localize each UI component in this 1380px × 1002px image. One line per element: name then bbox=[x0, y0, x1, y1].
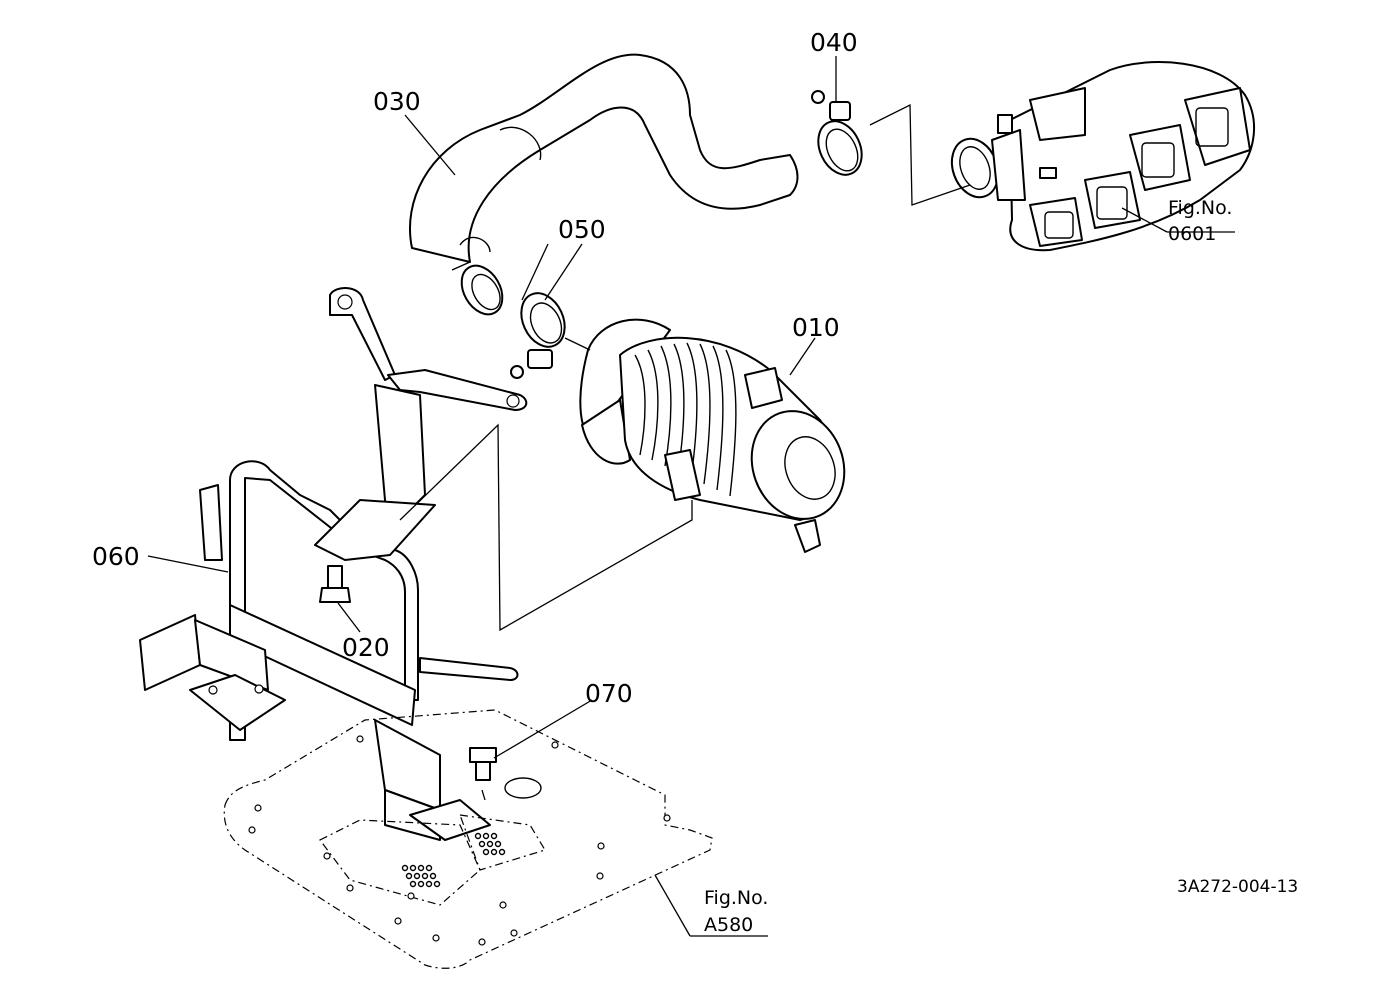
hose-clamp-lower bbox=[510, 292, 566, 379]
drawing-code: 3A272-004-13 bbox=[1177, 877, 1298, 897]
bolt-020 bbox=[319, 565, 351, 603]
fig-ref-floor-line2: A580 bbox=[704, 914, 753, 936]
label-050: 050 bbox=[558, 215, 606, 244]
exhaust-manifold bbox=[950, 61, 1256, 252]
label-040: 040 bbox=[810, 28, 858, 57]
intake-hose bbox=[409, 53, 799, 316]
label-070: 070 bbox=[585, 679, 633, 708]
air-cleaner bbox=[579, 318, 846, 553]
label-010: 010 bbox=[792, 313, 840, 342]
label-030: 030 bbox=[373, 87, 421, 116]
floor-plate bbox=[223, 709, 713, 969]
assembly-lines bbox=[399, 103, 971, 801]
label-060: 060 bbox=[92, 542, 140, 571]
label-020: 020 bbox=[342, 633, 390, 662]
leader-lines bbox=[147, 56, 1235, 937]
fig-ref-floor-line1: Fig.No. bbox=[704, 887, 768, 909]
hose-clamp-upper bbox=[811, 90, 863, 176]
bolt-070 bbox=[469, 747, 497, 781]
air-cleaner-bracket bbox=[139, 287, 528, 841]
fig-ref-manifold-line2: 0601 bbox=[1168, 223, 1216, 245]
fig-ref-manifold-line1: Fig.No. bbox=[1168, 197, 1232, 219]
